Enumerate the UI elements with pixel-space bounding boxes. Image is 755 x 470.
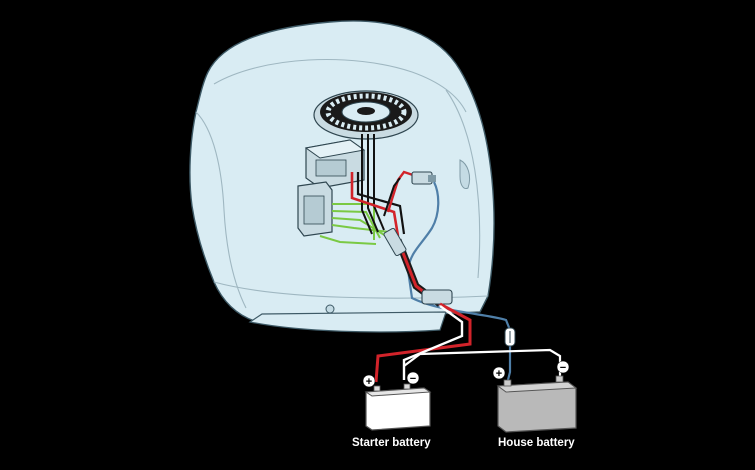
cowling-front-panel	[445, 89, 481, 279]
regulator-negative-lead	[356, 172, 406, 235]
main-harness	[383, 227, 453, 307]
starter-negative-terminal: −	[406, 371, 420, 385]
starter-positive-terminal: +	[362, 374, 376, 388]
svg-text:−: −	[410, 373, 416, 385]
house-battery-sense-wire	[406, 181, 512, 331]
house-negative-terminal: −	[556, 360, 570, 374]
flywheel-stator-icon	[313, 90, 419, 140]
starter-battery-label: Starter battery	[352, 437, 431, 449]
inline-fuse-icon	[504, 327, 516, 347]
house-battery-label: House battery	[498, 437, 575, 449]
engine-mount	[248, 311, 447, 333]
mount-bolt	[325, 304, 335, 314]
house-battery-icon	[496, 375, 578, 433]
svg-text:+: +	[366, 376, 372, 388]
engine-control-unit-icon	[297, 181, 333, 237]
wire-connector-icon	[411, 171, 436, 185]
svg-text:+: +	[496, 368, 502, 380]
house-positive-cable	[506, 344, 512, 381]
starter-negative-cable	[402, 305, 464, 380]
cowling-lower-band	[213, 281, 489, 299]
rectifier-regulator-icon	[304, 139, 366, 189]
regulator-ground-wire	[383, 177, 401, 217]
cowling-vent	[459, 159, 471, 189]
regulator-positive-lead	[350, 172, 400, 237]
cowling-side-panel	[195, 111, 247, 309]
svg-text:−: −	[560, 362, 566, 374]
starter-battery-icon	[364, 383, 432, 431]
starter-positive-cable	[374, 302, 472, 383]
cowling-top-ridge	[213, 58, 467, 113]
house-positive-terminal: +	[492, 366, 506, 380]
